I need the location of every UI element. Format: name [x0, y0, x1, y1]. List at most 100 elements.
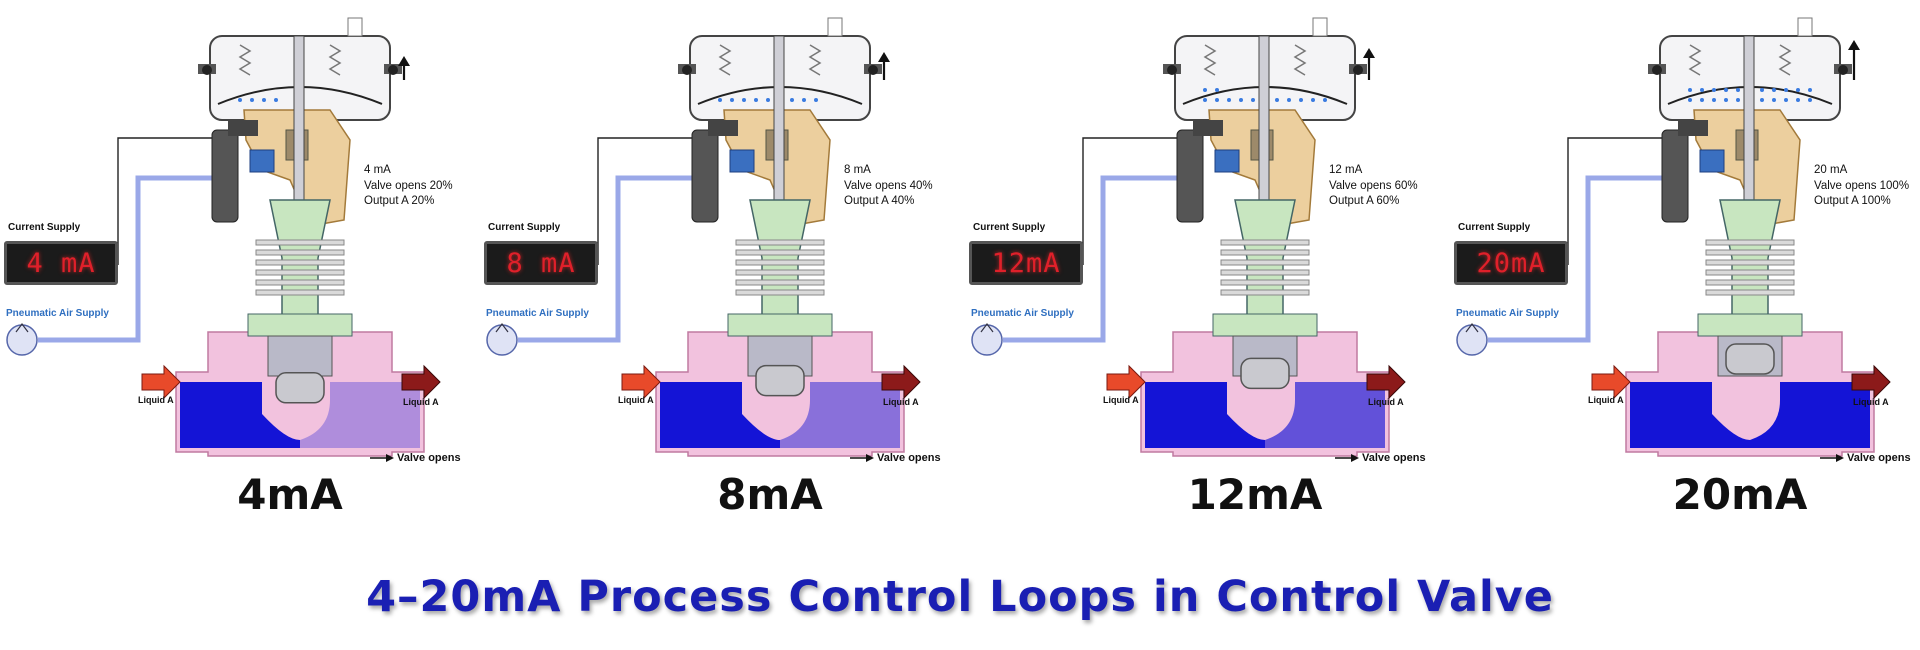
air-dot: [1796, 98, 1800, 102]
valve-panel-2: Current Supply 8 mA Pneumatic Air Supply…: [480, 0, 960, 540]
inlet-liquid: [180, 382, 300, 448]
air-dot: [1784, 98, 1788, 102]
air-dot: [1724, 98, 1728, 102]
air-supply-line: [1003, 175, 1177, 343]
valve-opens-label: Valve opens: [1362, 452, 1426, 464]
air-dot: [1688, 88, 1692, 92]
air-dot: [1287, 98, 1291, 102]
pneumatic-air-supply-label: Pneumatic Air Supply: [6, 308, 109, 319]
air-dot: [1736, 98, 1740, 102]
outlet-liquid: [1750, 382, 1870, 448]
valve-panel-4: Current Supply 20mA Pneumatic Air Supply…: [1450, 0, 1920, 540]
info-current: 8 mA: [844, 164, 871, 176]
air-dot: [730, 98, 734, 102]
info-valve-opening: Valve opens 100%: [1814, 179, 1910, 192]
outlet-flow-arrow: [401, 364, 441, 400]
info-current: 20 mA: [1814, 164, 1848, 176]
control-valve-drawing: [971, 17, 1406, 462]
inlet-liquid: [660, 382, 780, 448]
info-valve-opening: Valve opens 40%: [844, 179, 933, 192]
current-display: 20mA: [1454, 241, 1568, 285]
air-dot: [1712, 98, 1716, 102]
air-dot: [1251, 98, 1255, 102]
air-pressure-dots: [1688, 88, 1812, 102]
info-valve-opening: Valve opens 20%: [364, 179, 453, 192]
air-dot: [814, 98, 818, 102]
positioner-relay: [1661, 129, 1689, 223]
air-dot: [1688, 98, 1692, 102]
signal-wire: [117, 137, 222, 265]
signal-wire: [1567, 137, 1672, 265]
signal-wire: [1082, 137, 1187, 265]
positioner-relay: [1176, 129, 1204, 223]
air-dot: [1227, 98, 1231, 102]
valve-plug: [755, 364, 805, 397]
air-dot: [1311, 98, 1315, 102]
air-dot: [1203, 98, 1207, 102]
info-output: Output A 20%: [364, 195, 435, 207]
bonnet-fins: [1220, 239, 1310, 296]
air-dot: [1784, 88, 1788, 92]
panel-current-label: 20mA: [1672, 470, 1808, 519]
air-dot: [1700, 98, 1704, 102]
air-dot: [790, 98, 794, 102]
liquid-in-label: Liquid A: [138, 395, 174, 405]
liquid-out-label: Liquid A: [1853, 397, 1889, 407]
air-dot: [238, 98, 242, 102]
liquid-out-label: Liquid A: [403, 397, 439, 407]
control-valve-drawing: [486, 17, 921, 462]
bonnet-fins: [735, 239, 825, 296]
air-supply-line: [38, 175, 212, 343]
air-dot: [1712, 88, 1716, 92]
info-valve-opening: Valve opens 60%: [1329, 179, 1418, 192]
inlet-flow-arrow: [1106, 364, 1146, 400]
air-dot: [718, 98, 722, 102]
air-dot: [754, 98, 758, 102]
actuator-springs: [238, 44, 342, 76]
air-dot: [1700, 88, 1704, 92]
pneumatic-air-supply-label: Pneumatic Air Supply: [971, 308, 1074, 319]
info-current: 4 mA: [364, 164, 391, 176]
valve-panel-3: Current Supply 12mA Pneumatic Air Supply…: [965, 0, 1445, 540]
air-supply-gauge: [971, 324, 1003, 356]
air-supply-gauge: [6, 324, 38, 356]
valve-opens-label: Valve opens: [397, 452, 461, 464]
valve-plug: [1725, 343, 1775, 375]
air-supply-gauge: [486, 324, 518, 356]
air-dot: [1772, 88, 1776, 92]
inlet-flow-arrow: [621, 364, 661, 400]
inlet-liquid: [1145, 382, 1265, 448]
panel-current-label: 4mA: [237, 470, 343, 519]
info-output: Output A 40%: [844, 195, 915, 207]
outlet-liquid: [300, 382, 420, 448]
valve-info: 8 mA Valve opens 40% Output A 40%: [844, 163, 933, 210]
air-dot: [1239, 98, 1243, 102]
air-dot: [262, 98, 266, 102]
valve-plug: [1240, 357, 1290, 390]
air-supply-gauge: [1456, 324, 1488, 356]
current-display: 4 mA: [4, 241, 118, 285]
air-pressure-dots: [238, 98, 278, 102]
air-dot: [1203, 88, 1207, 92]
air-dot: [742, 98, 746, 102]
outlet-flow-arrow: [1851, 364, 1891, 400]
inlet-flow-arrow: [141, 364, 181, 400]
info-current: 12 mA: [1329, 164, 1363, 176]
info-output: Output A 100%: [1814, 195, 1891, 207]
liquid-in-label: Liquid A: [618, 395, 654, 405]
air-dot: [1760, 98, 1764, 102]
signal-wire: [597, 137, 702, 265]
liquid-in-label: Liquid A: [1588, 395, 1624, 405]
valve-info: 12 mA Valve opens 60% Output A 60%: [1329, 163, 1418, 210]
air-dot: [1772, 98, 1776, 102]
main-title: 4–20mA Process Control Loops in Control …: [366, 572, 1554, 622]
air-dot: [1808, 88, 1812, 92]
liquid-out-label: Liquid A: [1368, 397, 1404, 407]
current-display: 12mA: [969, 241, 1083, 285]
actuator-springs: [1688, 44, 1792, 76]
positioner-relay: [691, 129, 719, 223]
valve-info: 4 mA Valve opens 20% Output A 20%: [364, 163, 453, 210]
outlet-liquid: [780, 382, 900, 448]
air-dot: [1724, 88, 1728, 92]
air-supply-line: [518, 175, 692, 343]
